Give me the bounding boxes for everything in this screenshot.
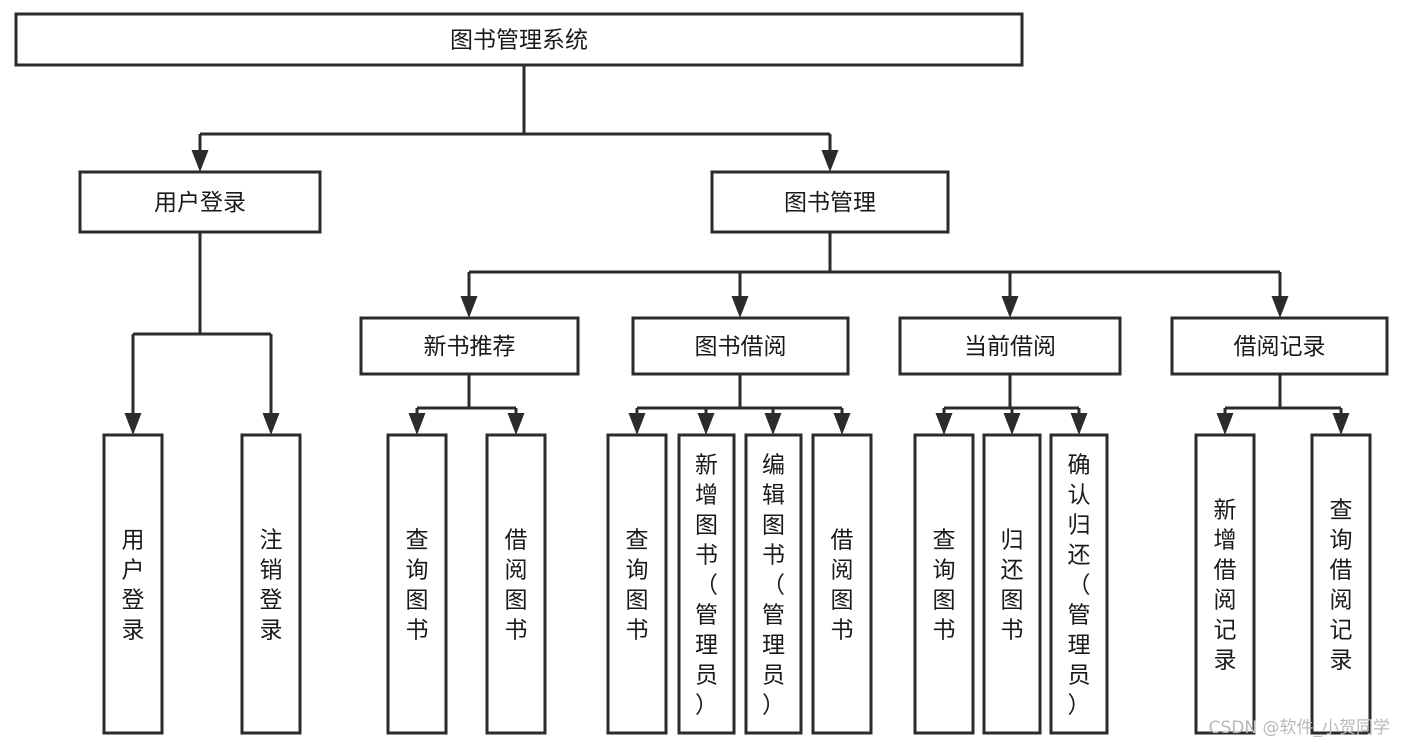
node-box[interactable] xyxy=(744,433,803,735)
node-leaf-query-book-borrow[interactable]: 查询图书 xyxy=(606,433,668,735)
arrow-head-icon xyxy=(191,150,209,172)
node-label: 借阅图书 xyxy=(505,527,528,643)
arrow-head-icon xyxy=(697,413,715,435)
node-label: 借阅图书 xyxy=(831,527,854,643)
node-label: 当前借阅 xyxy=(964,334,1056,360)
node-user-login[interactable]: 用户登录 xyxy=(78,170,322,234)
conn-record-to-leaves xyxy=(1216,374,1350,435)
arrow-head-icon xyxy=(731,296,749,318)
arrow-head-icon xyxy=(833,413,851,435)
node-label: 图书借阅 xyxy=(695,334,787,360)
node-label: 查询借阅记录 xyxy=(1330,497,1353,673)
node-box[interactable] xyxy=(898,316,1122,376)
node-box[interactable] xyxy=(1170,316,1389,376)
node-book-borrow[interactable]: 图书借阅 xyxy=(631,316,850,376)
node-label: 新书推荐 xyxy=(424,334,516,360)
node-box[interactable] xyxy=(1194,433,1256,735)
node-box[interactable] xyxy=(710,170,950,234)
conn-current-to-leaves xyxy=(935,374,1088,435)
conn-borrow-to-leaves xyxy=(628,374,851,435)
arrow-head-icon xyxy=(628,413,646,435)
arrow-head-icon xyxy=(1271,296,1289,318)
node-leaf-edit-book[interactable]: 编辑图书（管理员） xyxy=(744,433,803,735)
node-leaf-add-book[interactable]: 新增图书（管理员） xyxy=(677,433,736,735)
node-label: 查询图书 xyxy=(406,527,429,643)
node-box[interactable] xyxy=(677,433,736,735)
arrow-head-icon xyxy=(124,413,142,435)
node-label: 查询图书 xyxy=(626,527,649,643)
node-current-borrow[interactable]: 当前借阅 xyxy=(898,316,1122,376)
node-leaf-borrow-book[interactable]: 借阅图书 xyxy=(811,433,873,735)
node-root[interactable]: 图书管理系统 xyxy=(14,12,1024,67)
arrow-head-icon xyxy=(1332,413,1350,435)
node-box[interactable] xyxy=(1049,433,1109,735)
node-label: 图书管理系统 xyxy=(450,28,588,54)
node-box[interactable] xyxy=(14,12,1024,67)
node-box[interactable] xyxy=(240,433,302,735)
node-label: 用户登录 xyxy=(122,527,145,643)
conn-root-to-level2 xyxy=(191,65,839,172)
node-label: 归还图书 xyxy=(1001,527,1024,643)
arrow-head-icon xyxy=(935,413,953,435)
node-leaf-query-book-current[interactable]: 查询图书 xyxy=(913,433,975,735)
node-leaf-query-book-recommend[interactable]: 查询图书 xyxy=(386,433,448,735)
arrow-head-icon xyxy=(507,413,525,435)
node-box[interactable] xyxy=(913,433,975,735)
arrow-head-icon xyxy=(1001,296,1019,318)
node-label: 查询图书 xyxy=(933,527,956,643)
conn-bookmanage-to-level3 xyxy=(460,232,1289,318)
node-label: 注销登录 xyxy=(260,527,283,643)
arrow-head-icon xyxy=(460,296,478,318)
node-box[interactable] xyxy=(78,170,322,234)
node-new-book-recommend[interactable]: 新书推荐 xyxy=(359,316,580,376)
node-box[interactable] xyxy=(1310,433,1372,735)
node-label: 确认归还（管理员） xyxy=(1068,452,1091,718)
arrow-head-icon xyxy=(1003,413,1021,435)
arrow-head-icon xyxy=(408,413,426,435)
node-leaf-add-borrow-record[interactable]: 新增借阅记录 xyxy=(1194,433,1256,735)
arrow-head-icon xyxy=(1070,413,1088,435)
node-box[interactable] xyxy=(811,433,873,735)
node-leaf-user-logout[interactable]: 注销登录 xyxy=(240,433,302,735)
node-box[interactable] xyxy=(606,433,668,735)
node-box[interactable] xyxy=(631,316,850,376)
node-label: 用户登录 xyxy=(154,190,246,216)
node-box[interactable] xyxy=(386,433,448,735)
node-label: 编辑图书（管理员） xyxy=(762,452,785,718)
node-box[interactable] xyxy=(485,433,547,735)
arrow-head-icon xyxy=(262,413,280,435)
node-leaf-borrow-book-recommend[interactable]: 借阅图书 xyxy=(485,433,547,735)
node-leaf-return-book[interactable]: 归还图书 xyxy=(982,433,1042,735)
watermark-label: CSDN @软件_小贺同学 xyxy=(1209,718,1390,738)
node-label: 新增借阅记录 xyxy=(1214,497,1237,673)
node-box[interactable] xyxy=(982,433,1042,735)
node-leaf-query-borrow-record[interactable]: 查询借阅记录 xyxy=(1310,433,1372,735)
node-leaf-confirm-return[interactable]: 确认归还（管理员） xyxy=(1049,433,1109,735)
node-box[interactable] xyxy=(359,316,580,376)
node-book-manage[interactable]: 图书管理 xyxy=(710,170,950,234)
node-label: 图书管理 xyxy=(784,190,876,216)
conn-userlogin-to-leaves xyxy=(124,232,280,435)
connectors-layer xyxy=(124,65,1350,435)
conn-recommend-to-leaves xyxy=(408,374,525,435)
node-leaf-user-login[interactable]: 用户登录 xyxy=(102,433,164,735)
arrow-head-icon xyxy=(821,150,839,172)
node-box[interactable] xyxy=(102,433,164,735)
nodes-layer: 图书管理系统用户登录图书管理新书推荐图书借阅当前借阅借阅记录用户登录注销登录查询… xyxy=(14,12,1389,735)
arrow-head-icon xyxy=(764,413,782,435)
arrow-head-icon xyxy=(1216,413,1234,435)
node-borrow-record[interactable]: 借阅记录 xyxy=(1170,316,1389,376)
node-label: 借阅记录 xyxy=(1234,334,1326,360)
node-label: 新增图书（管理员） xyxy=(695,452,718,718)
